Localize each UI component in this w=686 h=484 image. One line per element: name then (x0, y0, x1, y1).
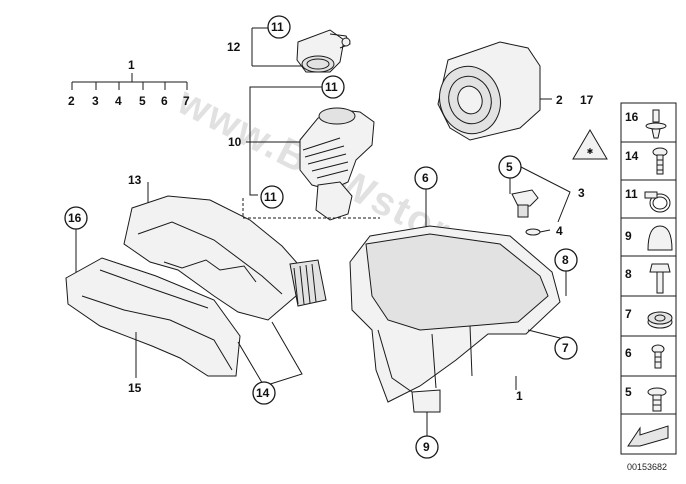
callout-11-label-c: 11 (264, 190, 277, 204)
sidebar-item-5: 5 (625, 385, 667, 412)
hose-connector: 12 11 (227, 15, 351, 73)
sidebar-item-9: 9 (625, 225, 673, 251)
sidebar-item-number: 9 (625, 229, 632, 243)
callout-5-sensor-label: 5 (506, 160, 513, 174)
diagram-code: 00153682 (627, 462, 667, 472)
sidebar-item-number: 8 (625, 267, 632, 281)
bolt-icon (649, 263, 671, 294)
lower-duct: 16 15 (64, 206, 241, 395)
callout-14-group: 14 (237, 321, 303, 405)
callout-9-label: 9 (423, 440, 430, 454)
sidebar-item-number: 6 (625, 346, 632, 360)
callout-15-label: 15 (128, 381, 142, 395)
small-parts-sidebar: 16 14 11 9 (620, 102, 677, 415)
sidebar-item-14: 14 (625, 147, 668, 175)
sidebar-item-8: 8 (625, 263, 671, 294)
filter-element: 2 (437, 41, 563, 141)
callout-6-label-main: 6 (422, 171, 429, 185)
push-rivet-icon (645, 109, 667, 139)
callout-group-1: 1 2 3 4 5 6 7 (68, 58, 190, 108)
screw-icon (652, 147, 668, 175)
warning-label-icon: ✱ (587, 147, 594, 156)
callout-12-label: 12 (227, 40, 241, 54)
warning-label: 17 ✱ (572, 93, 608, 160)
callout-11-label-a: 11 (271, 20, 284, 34)
collar-screw-icon (647, 387, 667, 412)
callout-11-label-b: 11 (325, 80, 338, 94)
callout-8-label: 8 (562, 253, 569, 267)
sidebar-item-number: 16 (625, 110, 639, 124)
callout-10-label: 10 (228, 135, 242, 149)
callout-13-label: 13 (128, 173, 142, 187)
main-housing: 6 8 7 1 9 (242, 166, 578, 459)
hose-clamp-icon (644, 191, 671, 213)
callout-3-sensor-label: 3 (578, 186, 585, 200)
callout-7-label: 7 (183, 94, 190, 108)
callout-14-label: 14 (256, 386, 270, 400)
sidebar-item-16: 16 (625, 109, 667, 139)
callout-17-label: 17 (580, 93, 594, 107)
callout-1-label-main: 1 (516, 389, 523, 403)
sidebar-item-7: 7 (625, 307, 673, 329)
callout-5-label: 5 (139, 94, 146, 108)
callout-4-sensor-label: 4 (556, 224, 563, 238)
sidebar-item-11: 11 (625, 187, 671, 213)
arrow-icon (627, 425, 669, 447)
callout-6-label: 6 (161, 94, 168, 108)
callout-2-filter-label: 2 (556, 93, 563, 107)
callout-3-label: 3 (92, 94, 99, 108)
sensor-group: 5 3 4 (498, 155, 585, 238)
grommet-icon (647, 311, 673, 329)
sidebar-item-6: 6 (625, 344, 665, 369)
sidebar-item-number: 7 (625, 307, 632, 321)
direction-box: 00153682 (620, 413, 677, 472)
sidebar-item-number: 5 (625, 385, 632, 399)
callout-7-label-main: 7 (562, 341, 569, 355)
small-screw-icon (651, 344, 665, 369)
callout-1-label: 1 (128, 58, 135, 72)
sidebar-item-number: 11 (625, 187, 638, 201)
callout-4-label: 4 (115, 94, 122, 108)
intake-duct: 13 (123, 173, 327, 321)
callout-16-label: 16 (68, 211, 82, 225)
callout-2-label: 2 (68, 94, 75, 108)
rubber-cap-icon (647, 225, 673, 251)
sidebar-item-number: 14 (625, 149, 639, 163)
bellows-hose: 11 10 11 (228, 75, 375, 221)
